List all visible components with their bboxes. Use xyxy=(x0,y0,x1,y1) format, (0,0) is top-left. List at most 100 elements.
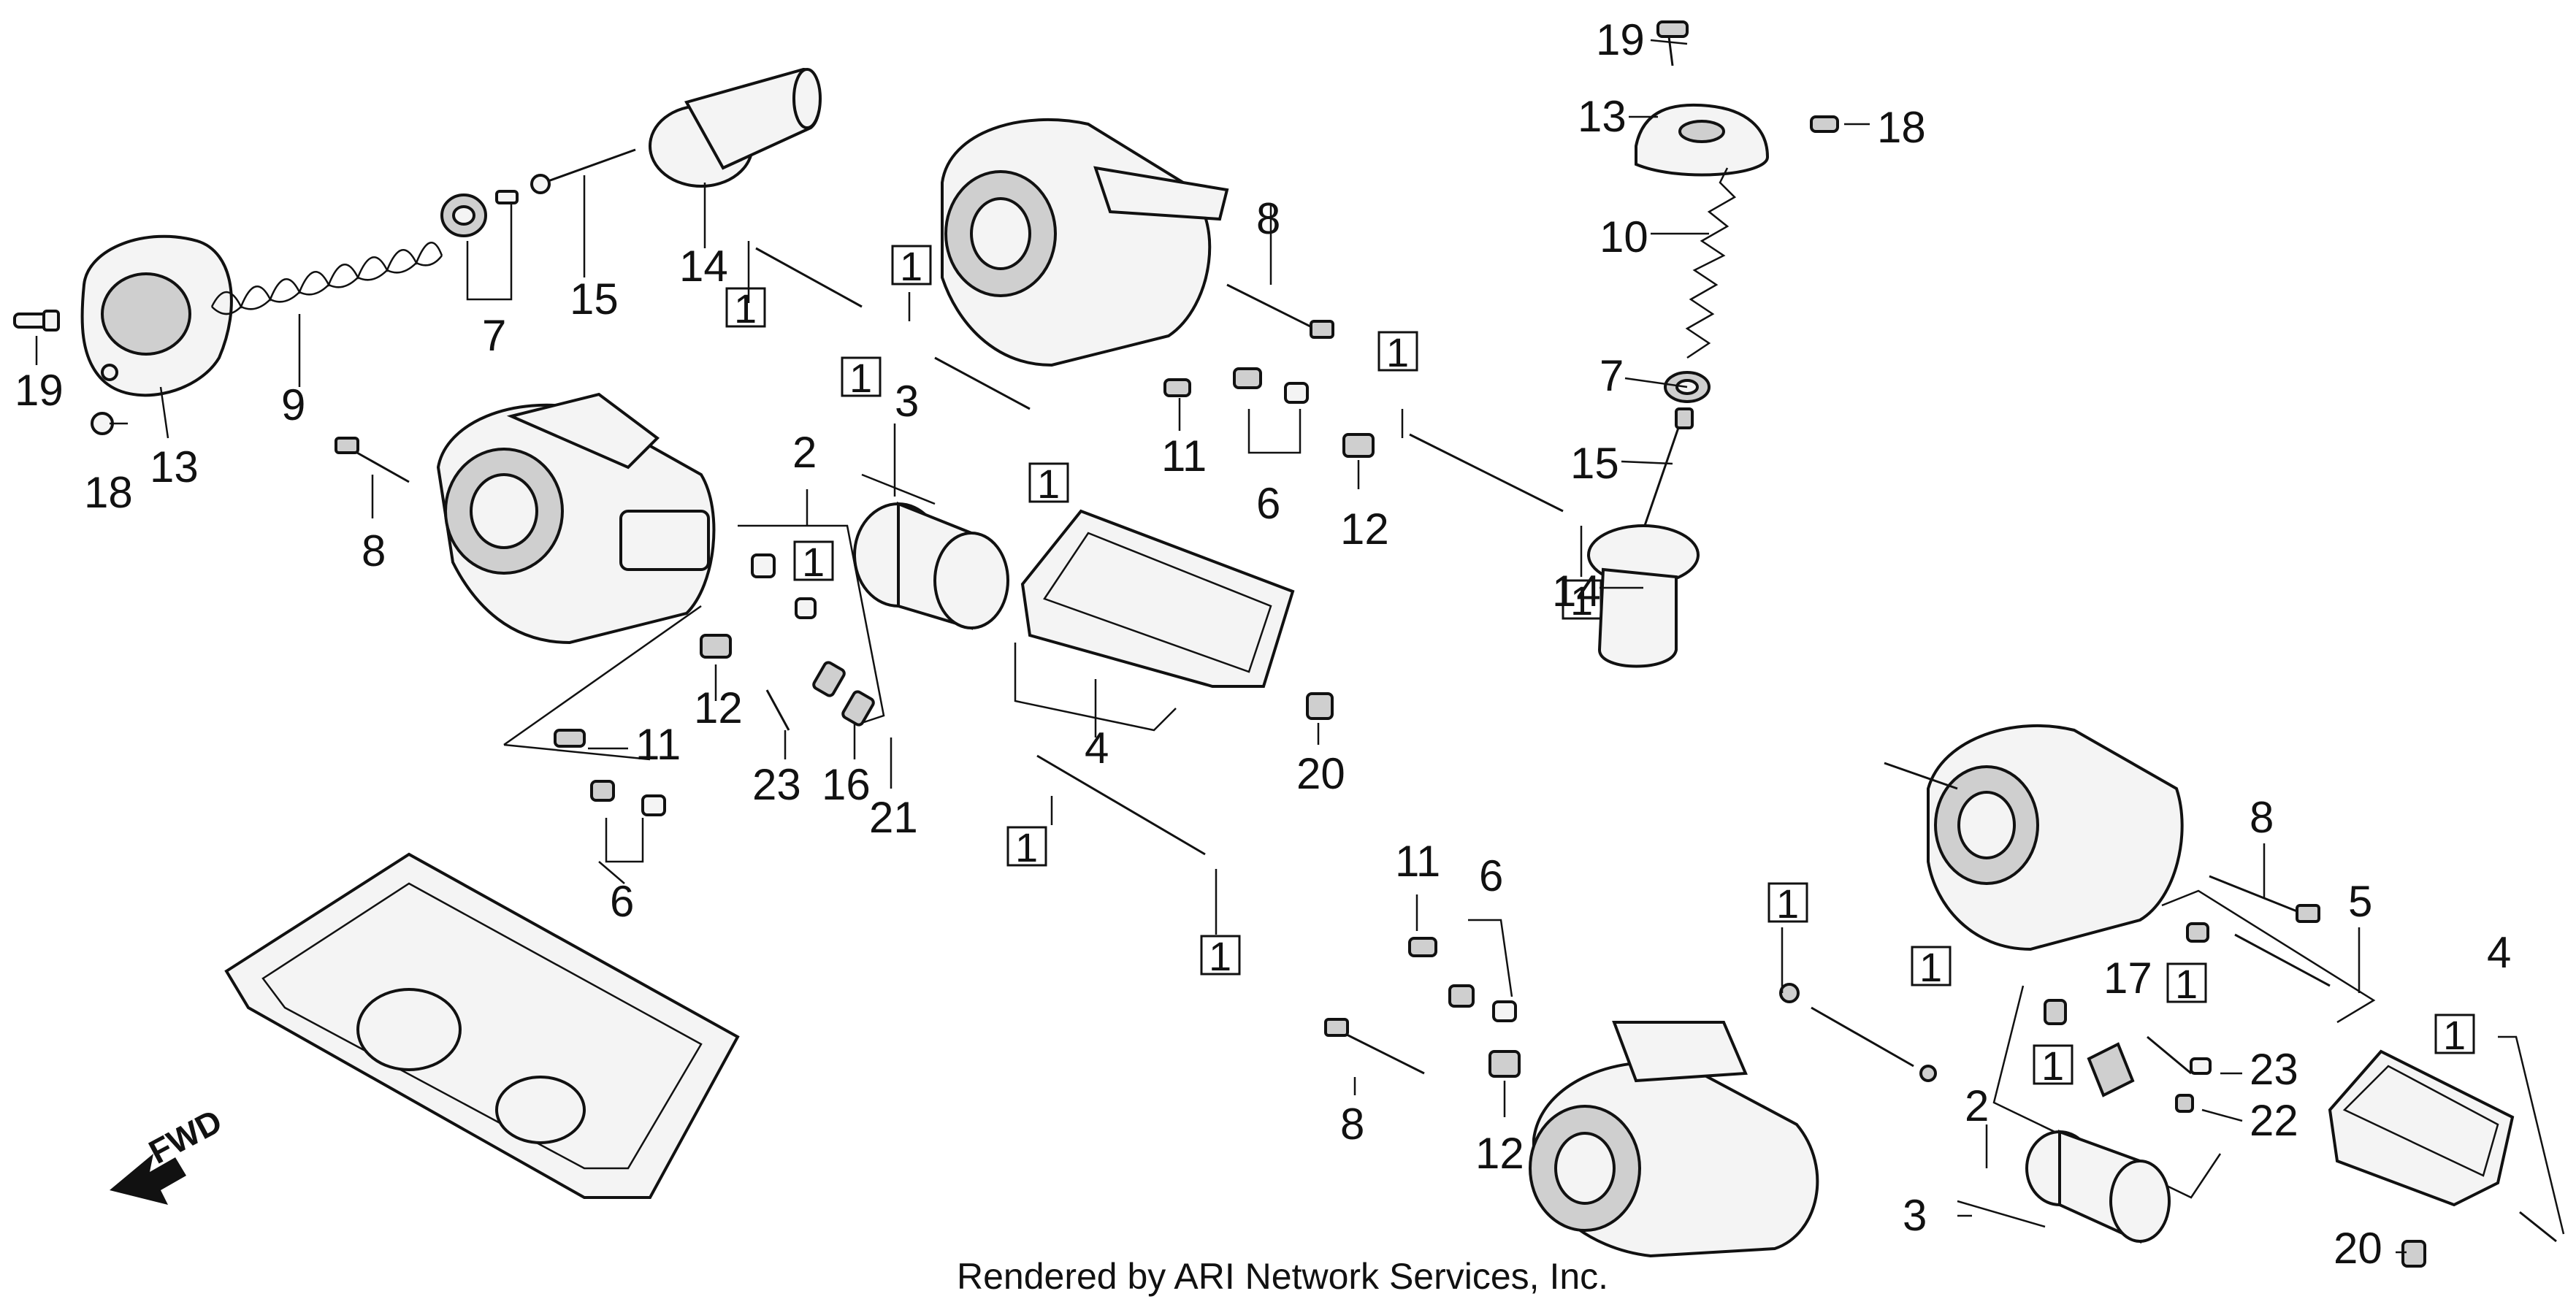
part-label-6: 6 xyxy=(1256,479,1280,528)
jet-block-5 xyxy=(2161,889,2376,1024)
carb-body-right xyxy=(1884,724,2184,951)
part-label-6: 6 xyxy=(610,877,634,926)
jet-12-center xyxy=(1342,433,1375,458)
svg-text:1: 1 xyxy=(1570,578,1593,624)
carb-top-cover-left xyxy=(80,234,233,397)
part-label-11: 11 xyxy=(635,720,681,769)
part-label-7: 7 xyxy=(482,311,506,360)
carb-body-lower xyxy=(1529,1021,1819,1258)
jet-11-lower xyxy=(1408,937,1437,957)
ref-box-1: 1 xyxy=(2033,1043,2074,1089)
svg-text:1: 1 xyxy=(1386,329,1409,375)
shaft-lower-center xyxy=(1036,754,1206,856)
screws-6-center xyxy=(1233,367,1309,454)
ref-box-1: 1 xyxy=(1562,578,1602,624)
part-label-3: 3 xyxy=(1903,1191,1927,1240)
part-label-12: 12 xyxy=(1475,1129,1524,1178)
spring-9-left xyxy=(210,242,443,315)
carb-body-center xyxy=(941,118,1229,367)
part-label-13: 13 xyxy=(1578,92,1627,141)
screw-18-right xyxy=(1810,115,1839,133)
svg-text:1: 1 xyxy=(802,539,825,585)
part-label-20: 20 xyxy=(1296,749,1345,798)
svg-text:1: 1 xyxy=(734,286,757,332)
ref-box-1: 1 xyxy=(1200,933,1241,979)
part-label-18: 18 xyxy=(1877,103,1926,152)
piston-14-right xyxy=(1587,524,1700,668)
part-label-23: 23 xyxy=(752,760,801,809)
part-label-16: 16 xyxy=(822,760,871,809)
part-label-9: 9 xyxy=(281,380,305,429)
svg-text:1: 1 xyxy=(900,243,922,289)
bolt-19-right xyxy=(1656,20,1689,66)
fwd-label: FWD xyxy=(142,1102,228,1171)
part-label-8: 8 xyxy=(1256,194,1280,243)
part-label-13: 13 xyxy=(150,442,199,491)
part-label-8: 8 xyxy=(1340,1100,1364,1149)
credit-text: Rendered by ARI Network Services, Inc. xyxy=(957,1256,1608,1297)
shaft-right-center xyxy=(1409,433,1564,513)
part-label-8: 8 xyxy=(362,526,386,575)
svg-text:1: 1 xyxy=(2041,1043,2064,1089)
part-label-20: 20 xyxy=(2334,1224,2382,1273)
part-label-11: 11 xyxy=(1395,837,1440,886)
svg-text:1: 1 xyxy=(1776,881,1799,927)
part-label-18: 18 xyxy=(84,468,133,517)
leader-lines xyxy=(35,39,2407,1254)
jet-needle-15-left xyxy=(530,148,636,194)
part-label-19: 19 xyxy=(15,366,64,415)
screw-8-right xyxy=(2209,875,2320,923)
carb-body-left xyxy=(436,392,716,645)
svg-text:1: 1 xyxy=(1209,933,1231,979)
part-label-22: 22 xyxy=(2250,1096,2298,1145)
bolt-19-left xyxy=(13,310,60,332)
part-label-12: 12 xyxy=(1340,505,1389,553)
spring-10-right xyxy=(1685,167,1737,359)
float-3-left xyxy=(853,473,1009,630)
screw-23-left xyxy=(765,689,790,731)
part-label-11: 11 xyxy=(1161,432,1207,480)
screw-8-center xyxy=(1226,283,1334,339)
part-label-10: 10 xyxy=(1600,212,1648,261)
part-label-14: 14 xyxy=(679,242,728,291)
part-label-7: 7 xyxy=(1600,351,1624,400)
part-label-2: 2 xyxy=(792,428,817,477)
part-label-4: 4 xyxy=(2487,928,2511,977)
jet-12-left xyxy=(700,634,732,659)
float-chamber-center xyxy=(1014,509,1295,732)
ref-box-1: 1 xyxy=(725,286,766,332)
float-chamber-right xyxy=(2328,1035,2565,1243)
part-label-6: 6 xyxy=(1479,851,1503,900)
part-label-4: 4 xyxy=(1085,724,1109,773)
part-label-3: 3 xyxy=(895,377,919,426)
screw-8-lower xyxy=(1324,1018,1425,1075)
ref-box-1: 1 xyxy=(1028,461,1069,507)
part-label-17: 17 xyxy=(2103,954,2152,1003)
ref-box-1: 1 xyxy=(1911,944,1952,990)
screw-8-left xyxy=(335,437,410,483)
part-label-8: 8 xyxy=(2250,793,2274,842)
ref-box-1: 1 xyxy=(841,355,882,401)
svg-text:1: 1 xyxy=(1015,824,1038,870)
piston-14-left xyxy=(649,67,822,188)
jet-20-center xyxy=(1306,692,1334,720)
part-label-15: 15 xyxy=(1570,439,1619,488)
part-label-19: 19 xyxy=(1596,15,1645,64)
part-label-14: 14 xyxy=(1552,567,1601,616)
bracket-2-left xyxy=(503,524,885,761)
screw-18-left xyxy=(91,412,128,435)
shaft-lower-right xyxy=(1779,983,1937,1082)
part-label-12: 12 xyxy=(694,683,743,732)
svg-text:1: 1 xyxy=(1037,461,1060,507)
float-chamber-left xyxy=(224,852,740,1199)
ref-box-1: 1 xyxy=(891,243,932,289)
ref-box-1: 1 xyxy=(1767,881,1808,927)
seal-7-left xyxy=(440,190,519,237)
svg-text:1: 1 xyxy=(2175,961,2198,1007)
part-label-21: 21 xyxy=(869,793,918,842)
part-labels: 19 18 13 9 7 15 14 8 2 3 12 11 23 16 21 … xyxy=(15,15,2511,1273)
svg-text:1: 1 xyxy=(1919,944,1942,990)
svg-text:1: 1 xyxy=(2443,1012,2466,1058)
jet-group-lower-right xyxy=(1992,985,2222,1199)
